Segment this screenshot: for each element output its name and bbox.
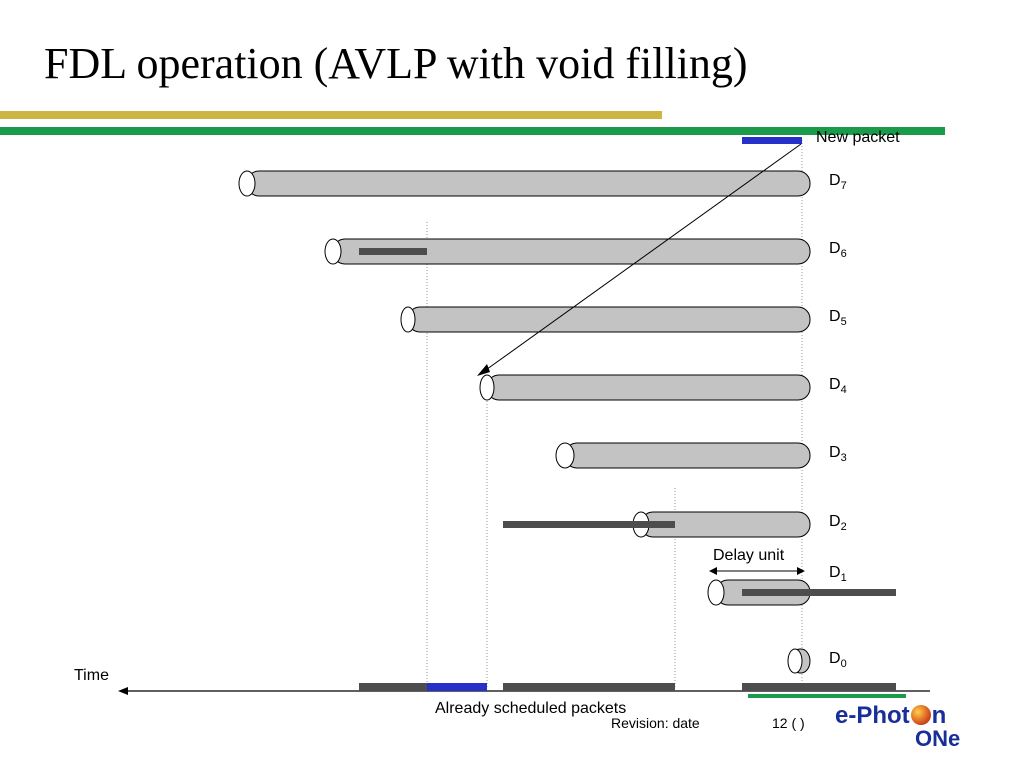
delay-line-d6: [324, 238, 811, 265]
delay-label-d4: D4: [829, 376, 847, 397]
already-scheduled-label: Already scheduled packets: [435, 700, 627, 717]
packet-in-d2: [503, 521, 675, 528]
page-number: 12 ( ): [772, 715, 805, 731]
delay-label-d1: D1: [829, 564, 847, 585]
revision-date: Revision: date: [611, 715, 700, 731]
scheduled-packet: [742, 683, 896, 691]
delay-label-d2: D2: [829, 513, 847, 534]
delay-label-d5: D5: [829, 308, 847, 329]
delay-label-d0: D0: [829, 650, 847, 671]
delay-line-d3: [555, 442, 811, 469]
new-packet-bar: [742, 137, 802, 144]
delay-line-d7: [238, 170, 811, 197]
delay-line-d0: [787, 648, 811, 674]
packet-in-d6: [359, 248, 427, 255]
scheduled-packet: [359, 683, 427, 691]
delay-label-d7: D7: [829, 172, 847, 193]
delay-unit-arrow: [709, 567, 805, 575]
title-underline-green: [0, 127, 945, 135]
delay-line-d5: [400, 306, 811, 333]
slide-title: FDL operation (AVLP with void filling): [44, 39, 748, 88]
title-underline-olive: [0, 111, 662, 119]
delay-line-d1: [707, 579, 896, 606]
delay-line-d2: [503, 511, 811, 538]
footer-green-line: [748, 694, 906, 698]
delay-unit-label: Delay unit: [713, 547, 785, 564]
time-label: Time: [74, 667, 109, 684]
scheduled-packet: [503, 683, 675, 691]
scheduled-new-packet: [427, 683, 487, 691]
delay-line-d4: [479, 374, 811, 401]
delay-label-d3: D3: [829, 444, 847, 465]
globe-icon: [910, 705, 931, 725]
packet-in-d1: [742, 589, 896, 596]
delay-label-d6: D6: [829, 240, 847, 261]
new-packet-label: New packet: [816, 129, 900, 146]
assignment-arrow: [477, 143, 802, 376]
